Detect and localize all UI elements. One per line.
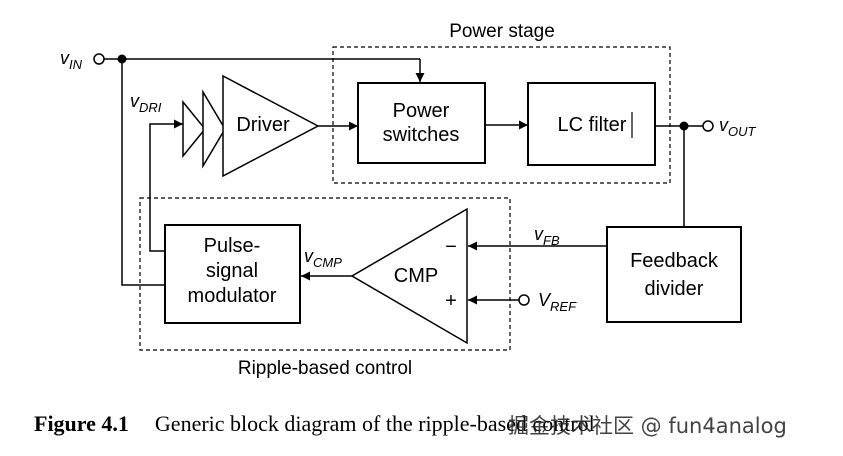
ripple-control-label: Ripple-based control [238, 358, 412, 379]
driver-buffer-1 [182, 99, 206, 159]
vin-label: vIN [60, 48, 83, 72]
vin-terminal [93, 53, 105, 65]
power-stage-group [332, 46, 671, 184]
driver-buffer-2 [202, 89, 226, 169]
watermark-text: 掘金技术社区 @ fun4analog [508, 414, 787, 438]
power-stage-label: Power stage [449, 21, 555, 42]
lc-filter-label: LC filter [558, 114, 627, 136]
modulator-block [164, 224, 301, 324]
vin-to-modulator-wire [121, 59, 165, 286]
comparator-minus-label: − [445, 236, 457, 258]
power-switches-block [357, 82, 486, 164]
feedback-divider-block [606, 226, 742, 323]
vdri-label: vDRI [130, 91, 162, 115]
vref-label: VREF [538, 290, 577, 314]
vdri-wire [149, 119, 183, 252]
vfb-label: vFB [534, 224, 560, 248]
vref-terminal [518, 294, 530, 306]
driver-triangle [222, 74, 320, 178]
vcmp-label: vCMP [304, 246, 342, 270]
ripple-control-group [139, 197, 511, 351]
vout-terminal [702, 120, 714, 132]
comparator-label: CMP [394, 265, 438, 287]
comparator-plus-label: + [445, 290, 457, 312]
comparator-triangle [350, 207, 468, 345]
driver-label: Driver [236, 114, 290, 136]
vout-label: vOUT [719, 115, 757, 139]
lc-filter-block [527, 82, 656, 166]
